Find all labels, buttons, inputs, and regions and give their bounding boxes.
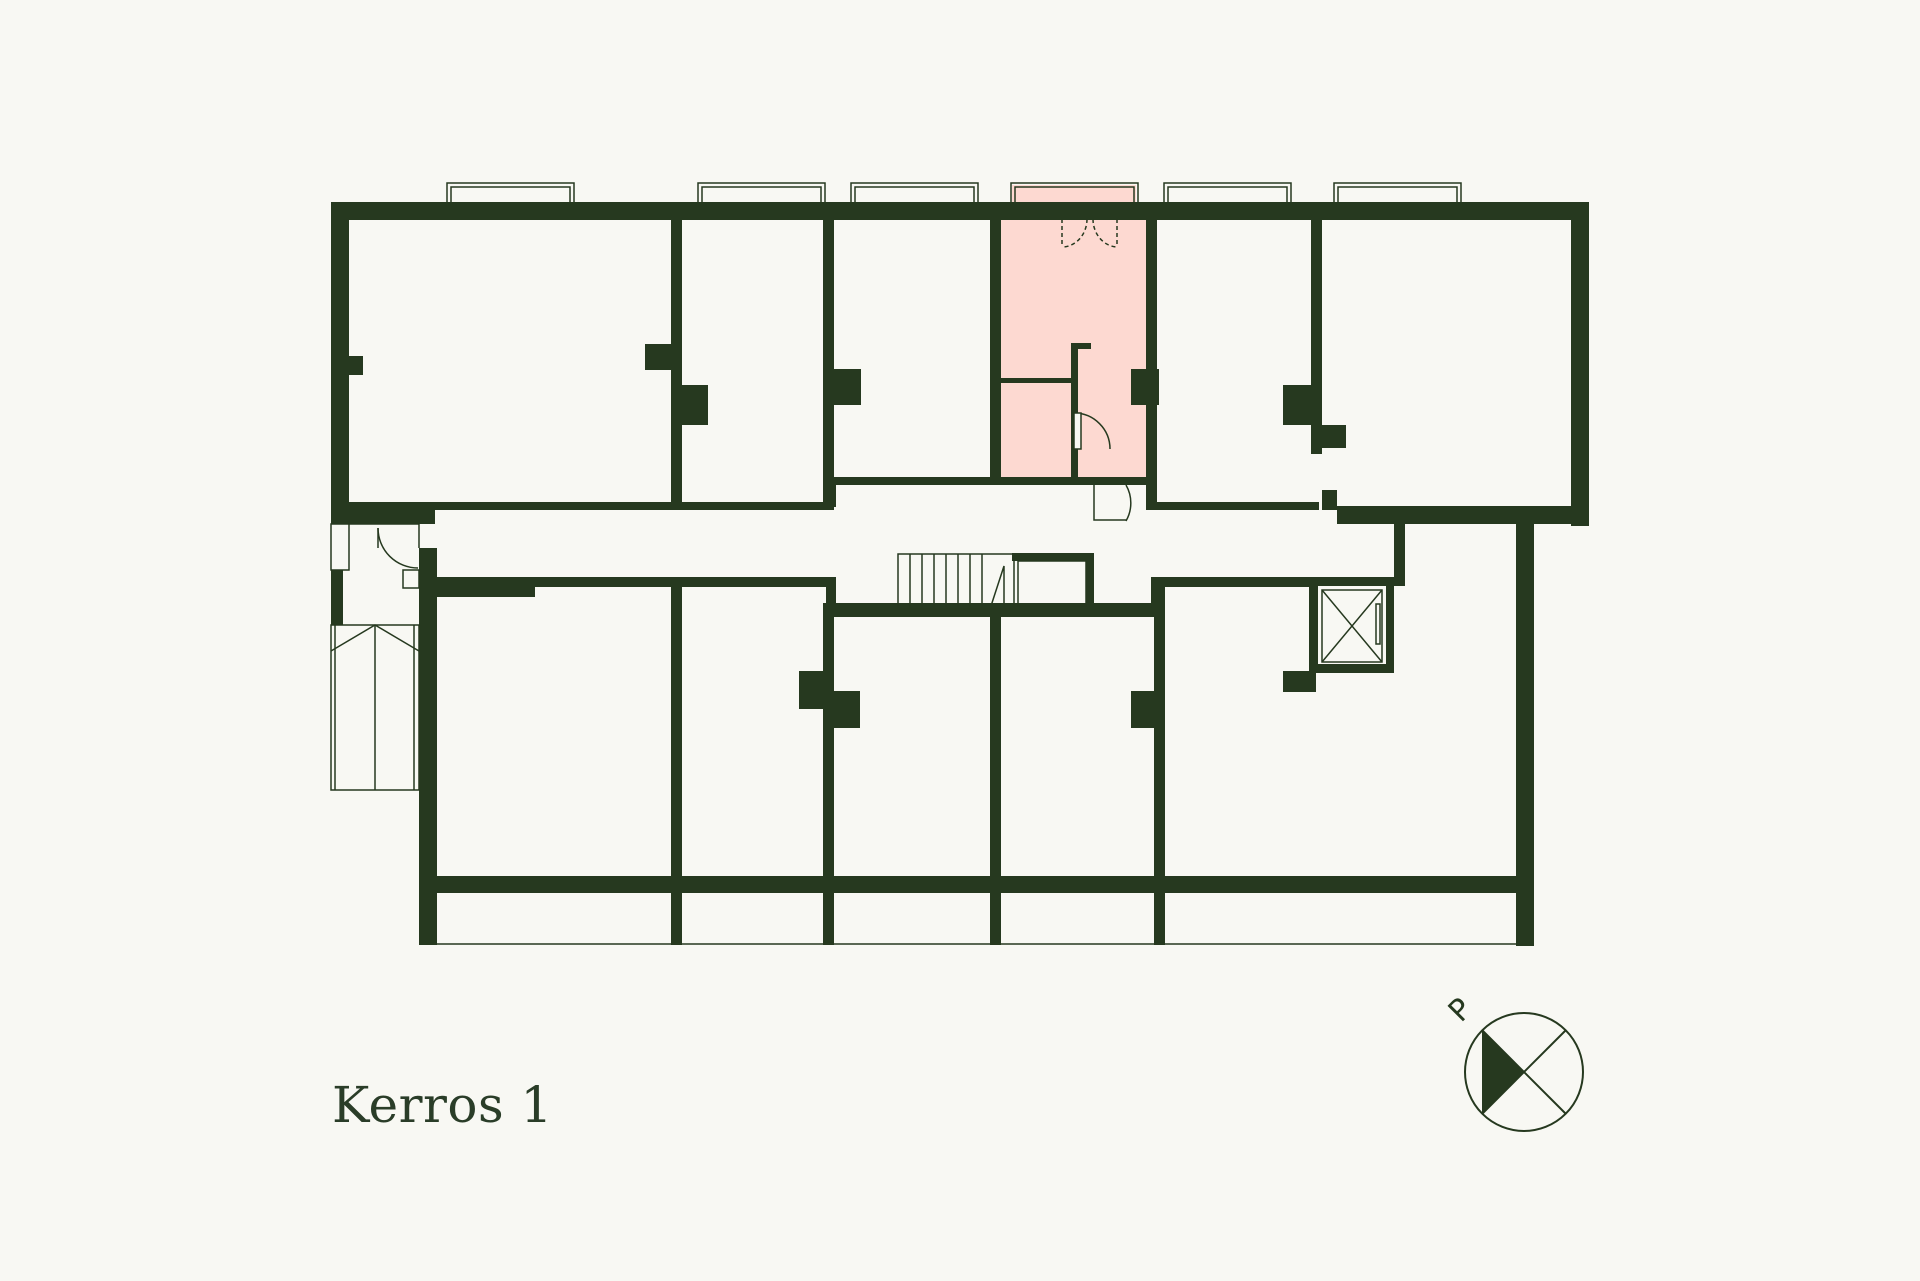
detail-lines [330,218,1527,945]
balconies-top [446,182,1462,204]
compass-north-label: P [1442,991,1480,1029]
north-arrow-icon: P [1442,991,1584,1132]
walls [331,202,1589,946]
floor-title: Kerros 1 [332,1076,553,1134]
